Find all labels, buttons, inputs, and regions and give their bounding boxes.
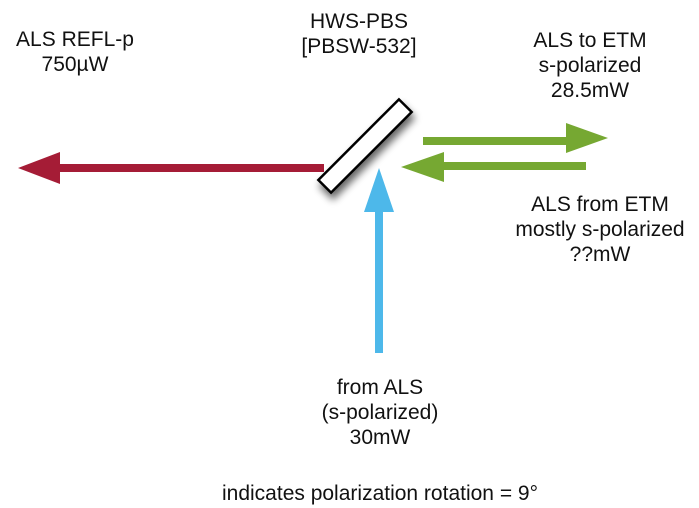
to-etm-beam-name: ALS to ETM — [533, 29, 647, 52]
to-etm-beam-polarization: s-polarized — [538, 54, 642, 77]
from-etm-beam-name: ALS from ETM — [531, 193, 669, 216]
from-als-beam-name: from ALS — [336, 376, 424, 399]
from-als-beam-label: from ALS (s-polarized) 30mW — [300, 375, 460, 450]
component-part-number: [PBSW-532] — [301, 35, 417, 58]
from-als-beam-polarization: (s-polarized) — [321, 401, 439, 424]
to-etm-beam-power: 28.5mW — [550, 79, 630, 102]
refl-beam-name: ALS REFL-p — [16, 28, 134, 51]
component-name: HWS-PBS — [309, 10, 408, 33]
to-etm-beam-label: ALS to ETM s-polarized 28.5mW — [510, 28, 670, 103]
from-etm-beam-arrow — [401, 152, 586, 182]
component-label: HWS-PBS [PBSW-532] — [284, 9, 434, 59]
from-als-beam-power: 30mW — [349, 426, 411, 449]
from-etm-beam-power: ??mW — [569, 243, 631, 266]
footnote: indicates polarization rotation = 9° — [221, 482, 538, 505]
from-als-beam-arrow — [364, 168, 394, 353]
refl-beam-label: ALS REFL-p 750µW — [0, 27, 150, 77]
refl-beam-power: 750µW — [41, 53, 109, 76]
from-etm-beam-label: ALS from ETM mostly s-polarized ??mW — [495, 192, 699, 267]
beamsplitter-mirror — [316, 97, 414, 195]
from-etm-beam-polarization: mostly s-polarized — [515, 218, 685, 241]
refl-beam-arrow — [18, 152, 324, 184]
to-etm-beam-arrow — [423, 123, 608, 153]
